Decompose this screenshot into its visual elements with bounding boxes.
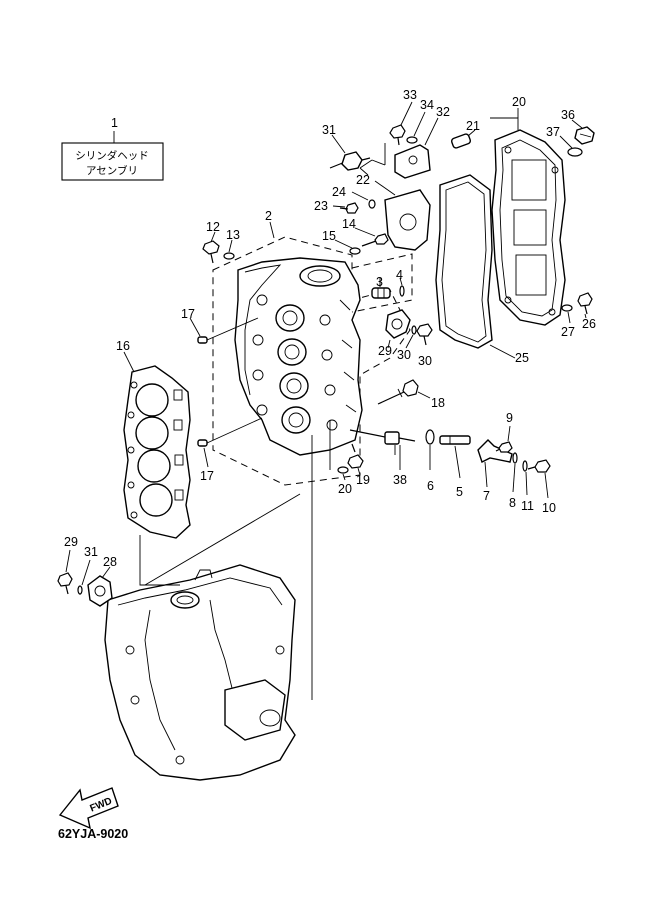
callout-28[interactable]: 27	[561, 325, 575, 339]
diagram-code: 62YJA-9020	[58, 827, 128, 841]
callout-6[interactable]: 6	[427, 479, 434, 493]
bolt-9[interactable]	[495, 441, 513, 453]
callout-7[interactable]: 7	[483, 489, 490, 503]
gasket-4[interactable]	[399, 285, 405, 297]
callout-8[interactable]: 8	[509, 496, 516, 510]
dowel-pin-lower[interactable]	[197, 417, 263, 447]
callout-18[interactable]: 18	[431, 396, 445, 410]
callout-31-upper[interactable]: 30	[397, 348, 411, 362]
callout-29-upper[interactable]: 29	[378, 344, 392, 358]
callout-2[interactable]: 2	[265, 209, 272, 223]
bolt-30-upper[interactable]	[416, 323, 433, 346]
bolt-24[interactable]	[339, 202, 359, 214]
callout-16[interactable]: 16	[116, 339, 130, 353]
cylinder-head-cover-21[interactable]	[491, 129, 566, 326]
washer-15[interactable]	[349, 247, 361, 255]
bolt-34[interactable]	[389, 124, 406, 146]
callout-12[interactable]: 12	[206, 220, 220, 234]
bolt-18[interactable]	[377, 379, 419, 405]
gasket-23[interactable]	[384, 189, 431, 251]
assembly-label-line2: アセンブリ	[86, 164, 138, 177]
callout-30-lower[interactable]: 29	[64, 535, 78, 549]
washer-31-upper[interactable]	[411, 325, 417, 335]
callout-26[interactable]: 25	[515, 351, 529, 365]
bolt-30-lower[interactable]	[57, 572, 73, 595]
bracket-33[interactable]	[394, 144, 431, 179]
thermostat-group-outline	[351, 253, 413, 313]
sensor-38[interactable]	[349, 429, 416, 455]
bolt-14[interactable]	[361, 233, 389, 247]
cover-7[interactable]	[477, 439, 513, 463]
callout-36[interactable]: 36	[561, 108, 575, 122]
callout-38[interactable]: 38	[393, 473, 407, 487]
assembly-label-line1: シリンダヘッド	[75, 149, 149, 162]
washer-13[interactable]	[223, 252, 235, 260]
callout-17-upper[interactable]: 17	[181, 307, 195, 321]
callout-34[interactable]: 33	[403, 88, 417, 102]
callout-20[interactable]: 20	[338, 482, 352, 496]
cover-29-lower[interactable]	[87, 575, 113, 607]
callout-23[interactable]: 22	[356, 173, 370, 187]
washer-20[interactable]	[337, 466, 349, 474]
o-ring-6[interactable]	[425, 429, 435, 445]
callout-4[interactable]: 4	[396, 268, 403, 282]
callout-35[interactable]: 34	[420, 98, 434, 112]
callout-13[interactable]: 13	[226, 228, 240, 242]
plug-36[interactable]	[574, 126, 595, 145]
washer-25[interactable]	[368, 199, 376, 209]
callout-10[interactable]: 10	[542, 501, 556, 515]
callout-15[interactable]: 15	[322, 229, 336, 243]
callout-21[interactable]: 20	[512, 95, 526, 109]
head-group-outline	[212, 236, 411, 486]
cover-29-upper[interactable]	[385, 309, 411, 339]
plug-22[interactable]	[450, 133, 472, 149]
washer-28[interactable]	[561, 304, 573, 312]
callout-27[interactable]: 26	[582, 317, 596, 331]
callout-22[interactable]: 21	[466, 119, 480, 133]
bolt-19[interactable]	[347, 443, 364, 469]
callout-5[interactable]: 5	[456, 485, 463, 499]
dowel-pin-upper[interactable]	[197, 317, 259, 344]
cylinder-block	[104, 564, 296, 781]
thermostat-3[interactable]	[371, 287, 391, 299]
fitting-32[interactable]	[329, 151, 371, 171]
callout-3[interactable]: 3	[376, 275, 383, 289]
fwd-arrow-icon: FWD	[58, 787, 119, 830]
callout-25[interactable]: 24	[332, 185, 346, 199]
callout-31-lower[interactable]: 31	[84, 545, 98, 559]
callout-24[interactable]: 23	[314, 199, 328, 213]
callout-33[interactable]: 32	[436, 105, 450, 119]
callout-32[interactable]: 31	[322, 123, 336, 137]
assembly-label: 1 シリンダヘッド アセンブリ	[61, 116, 164, 181]
o-ring-37[interactable]	[567, 147, 583, 157]
washer-11[interactable]	[522, 460, 528, 472]
callout-30-upper[interactable]: 30	[418, 354, 432, 368]
cylinder-head[interactable]	[234, 257, 363, 456]
callout-9[interactable]: 9	[506, 411, 513, 425]
anode-5[interactable]	[439, 435, 471, 445]
callout-11[interactable]: 11	[521, 499, 534, 513]
washer-31-lower[interactable]	[77, 585, 83, 595]
gasket-leader-diag	[144, 493, 301, 586]
callout-29-lower[interactable]: 28	[103, 555, 117, 569]
gasket-leader-left	[139, 535, 180, 586]
bolt-27[interactable]	[577, 292, 593, 315]
bolt-12[interactable]	[202, 240, 220, 264]
callout-37[interactable]: 37	[546, 125, 560, 139]
callout-14[interactable]: 14	[342, 217, 356, 231]
bracket-lines-top	[359, 143, 386, 176]
callout-17-lower[interactable]: 17	[200, 469, 214, 483]
bolt-10[interactable]	[527, 459, 551, 473]
washer-35[interactable]	[406, 136, 418, 144]
callout-1[interactable]: 1	[111, 116, 118, 130]
cover-gasket-26[interactable]	[435, 174, 493, 349]
head-gasket[interactable]	[123, 365, 191, 539]
gasket-8[interactable]	[512, 452, 518, 464]
callout-19[interactable]: 19	[356, 473, 370, 487]
